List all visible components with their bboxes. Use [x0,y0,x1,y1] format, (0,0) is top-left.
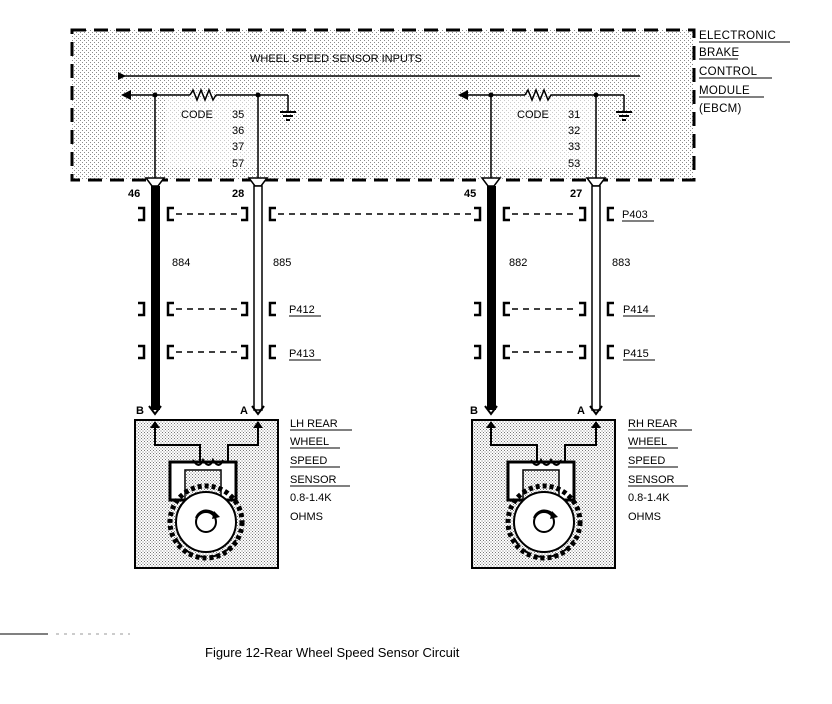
left-pin-a: 28 [232,188,244,200]
ebcm-label-line-2: BRAKE [699,47,740,59]
ebcm-label-line-3: CONTROL [699,66,758,78]
wire-label-882: 882 [509,257,527,269]
ebcm-label-line-5: (EBCM) [699,103,742,115]
left-code-3: 37 [232,141,244,153]
rh-sensor-line-5: 0.8-1.4K [628,492,670,504]
right-code-2: 32 [568,125,580,137]
wire-885 [253,185,263,411]
connector-p415 [474,344,614,360]
rh-terminal-b: B [470,405,478,417]
connector-label-p403: P403 [622,209,648,221]
wire-label-883: 883 [612,257,630,269]
left-code-label: CODE [181,109,213,121]
connector-p414 [474,301,614,317]
rh-sensor-line-2: WHEEL [628,436,667,448]
left-code-2: 36 [232,125,244,137]
lh-rear-sensor [134,405,279,569]
connector-label-p412: P412 [289,304,315,316]
left-code-4: 57 [232,158,244,170]
ebcm-label: ELECTRONIC BRAKE CONTROL MODULE (EBCM) [699,30,790,115]
ebcm-module [70,28,696,182]
rh-rear-sensor [471,405,616,569]
rh-terminal-a: A [577,405,585,417]
rh-sensor-label: RH REAR WHEEL SPEED SENSOR 0.8-1.4K OHMS [628,418,692,523]
wire-884 [151,186,160,410]
lh-terminal-b: B [136,405,144,417]
connector-p413 [138,344,276,360]
lh-sensor-line-5: 0.8-1.4K [290,492,332,504]
connector-label-p415: P415 [623,348,649,360]
lh-sensor-line-3: SPEED [290,455,327,467]
left-code-block: CODE 35 36 37 57 [181,109,244,170]
left-code-1: 35 [232,109,244,121]
rh-sensor-line-4: SENSOR [628,474,675,486]
lh-sensor-line-6: OHMS [290,511,323,523]
ebcm-label-line-4: MODULE [699,85,750,97]
wire-label-884: 884 [172,257,190,269]
rh-sensor-line-3: SPEED [628,455,665,467]
right-code-1: 31 [568,109,580,121]
connector-label-p414: P414 [623,304,649,316]
right-code-3: 33 [568,141,580,153]
lh-sensor-label: LH REAR WHEEL SPEED SENSOR 0.8-1.4K OHMS [290,418,352,523]
right-code-block: CODE 31 32 33 53 [517,109,580,170]
inputs-title: WHEEL SPEED SENSOR INPUTS [250,53,422,65]
right-pin-b: 45 [464,188,476,200]
right-internal-circuit [458,87,632,180]
lh-terminal-a: A [240,405,248,417]
right-code-label: CODE [517,109,549,121]
wire-label-885: 885 [273,257,291,269]
wire-883 [591,185,601,411]
figure-caption: Figure 12-Rear Wheel Speed Sensor Circui… [205,645,460,660]
lh-sensor-line-2: WHEEL [290,436,329,448]
rh-sensor-line-6: OHMS [628,511,661,523]
rh-sensor-line-1: RH REAR [628,418,678,430]
ebcm-label-line-1: ELECTRONIC [699,30,776,42]
lh-sensor-line-4: SENSOR [290,474,337,486]
inputs-arrow [118,72,640,80]
left-pin-b: 46 [128,188,140,200]
left-internal-circuit [121,87,296,180]
connector-p412 [138,301,276,317]
right-pin-a: 27 [570,188,582,200]
wire-882 [487,186,496,410]
right-code-4: 53 [568,158,580,170]
connector-label-p413: P413 [289,348,315,360]
connector-p403 [138,206,614,222]
lh-sensor-line-1: LH REAR [290,418,338,430]
